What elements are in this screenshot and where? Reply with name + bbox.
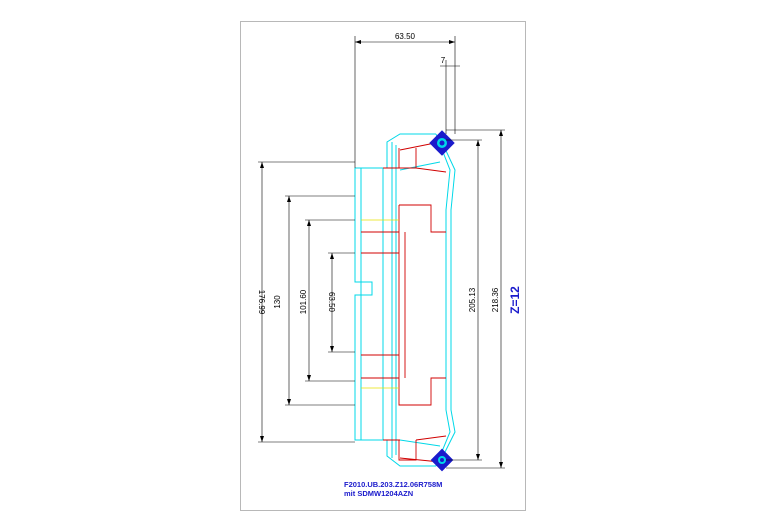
dim-small-offset: 7 — [441, 56, 446, 65]
insert-bottom — [430, 448, 454, 472]
insert-top — [429, 130, 455, 156]
dim-d2: 130 — [273, 295, 282, 309]
dim-d3: 101.60 — [299, 289, 308, 314]
cutter-body — [354, 133, 456, 467]
dim-d6: 218.36 — [491, 287, 500, 312]
yellow-lines — [361, 219, 399, 389]
insert-note: mit SDMW1204AZN — [344, 489, 413, 498]
dim-d4: 63.50 — [327, 292, 336, 313]
part-number: F2010.UB.203.Z12.06R758M — [344, 480, 442, 489]
arrowheads — [260, 40, 503, 468]
dimension-lines — [258, 36, 505, 469]
teeth-count-label: Z=12 — [508, 286, 522, 314]
dim-d5: 205.13 — [468, 287, 477, 312]
dim-top-width: 63.50 — [395, 32, 416, 41]
dim-d1: 176.99 — [257, 290, 266, 315]
